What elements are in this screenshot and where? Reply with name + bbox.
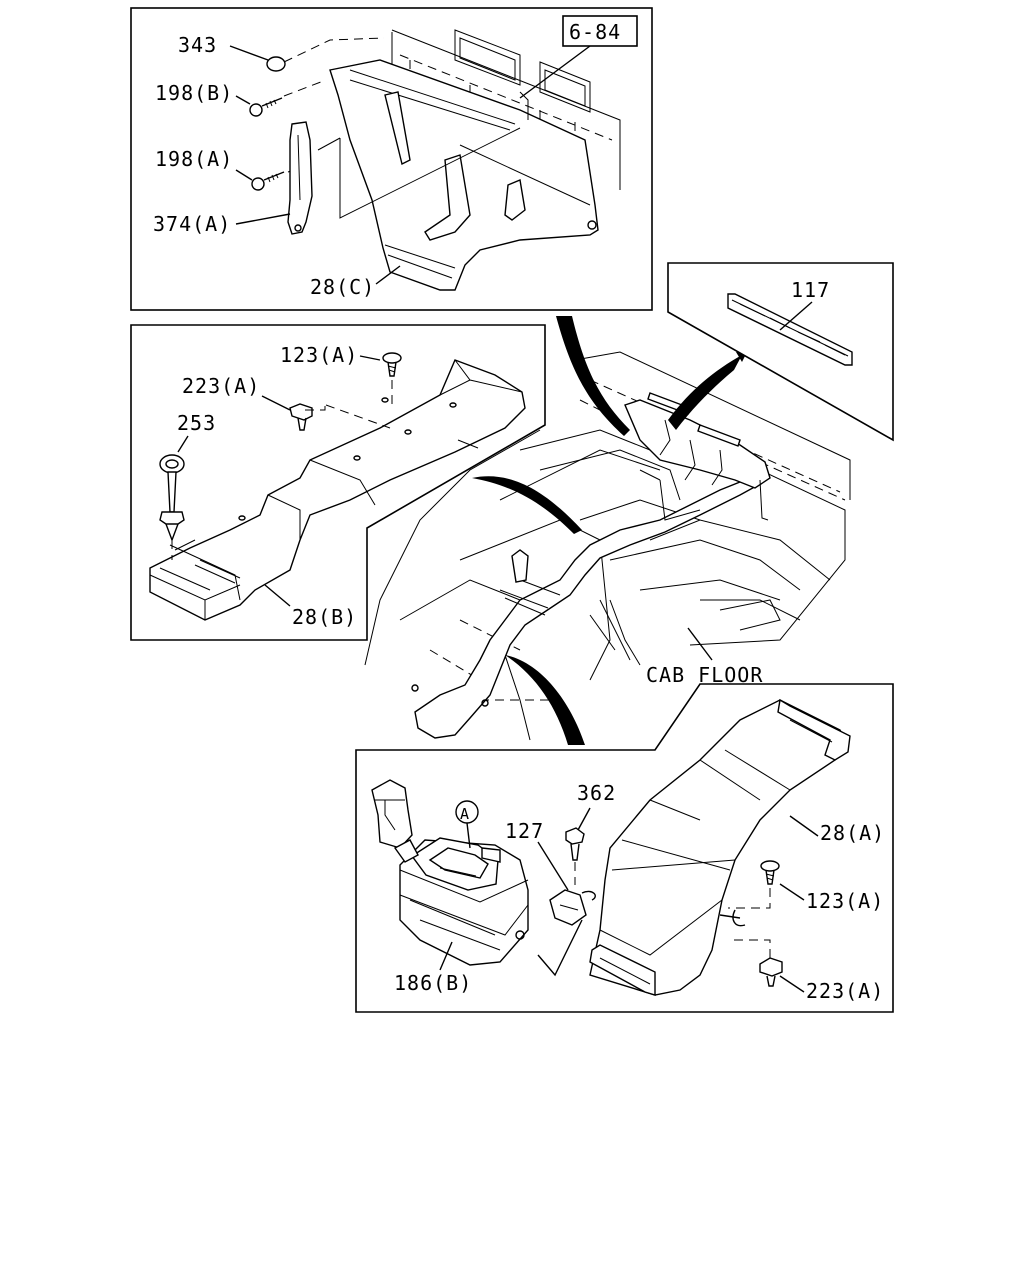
detail-box-28b: 123(A) 223(A) 253 28(B) bbox=[130, 324, 546, 641]
detail-box-117: 117 bbox=[667, 262, 894, 442]
circle-a-label: A bbox=[460, 805, 470, 823]
screw-123a-top-icon bbox=[382, 352, 402, 377]
callout-28b: 28(B) bbox=[292, 605, 357, 629]
callout-123a-bot: 123(A) bbox=[806, 889, 884, 913]
callout-343: 343 bbox=[178, 33, 217, 57]
callout-198b: 198(B) bbox=[155, 81, 233, 105]
callout-28c: 28(C) bbox=[310, 275, 375, 299]
callout-223a-top: 223(A) bbox=[182, 374, 260, 398]
callout-127: 127 bbox=[505, 819, 544, 843]
callout-198a: 198(A) bbox=[155, 147, 233, 171]
detail-frame-117 bbox=[667, 262, 894, 442]
detail-box-28a: 28(A) 123(A) 223(A) bbox=[355, 683, 894, 1013]
cab-floor-assembly: CAB FLOOR bbox=[364, 316, 851, 745]
screw-123a-bot-icon bbox=[760, 860, 780, 885]
callout-117: 117 bbox=[791, 278, 830, 302]
callout-253: 253 bbox=[177, 411, 216, 435]
detail-box-28c: 343 198(B) 198(A) 374(A) 6-84 bbox=[130, 7, 653, 311]
bracket-374a-icon bbox=[287, 121, 313, 235]
unit-186b-icon bbox=[371, 779, 529, 966]
screw-198a-icon bbox=[251, 171, 285, 191]
bracket-127-icon bbox=[549, 889, 587, 926]
callout-362: 362 bbox=[577, 781, 616, 805]
callout-123a-top: 123(A) bbox=[280, 343, 358, 367]
screw-198b-icon bbox=[249, 97, 283, 117]
callout-186b: 186(B) bbox=[394, 971, 472, 995]
cab-floor-label: CAB FLOOR bbox=[646, 663, 763, 687]
callout-223a-bot: 223(A) bbox=[806, 979, 884, 1003]
ref-box-label: 6-84 bbox=[569, 20, 621, 44]
callout-374a: 374(A) bbox=[153, 212, 231, 236]
ref-box bbox=[562, 15, 638, 47]
plug-343-icon bbox=[266, 56, 286, 72]
pin-253-icon bbox=[159, 454, 185, 542]
callout-28a: 28(A) bbox=[820, 821, 885, 845]
grille-117-icon bbox=[727, 293, 853, 366]
bolt-362-icon bbox=[565, 827, 585, 861]
clip-223a-top-icon bbox=[289, 403, 313, 431]
